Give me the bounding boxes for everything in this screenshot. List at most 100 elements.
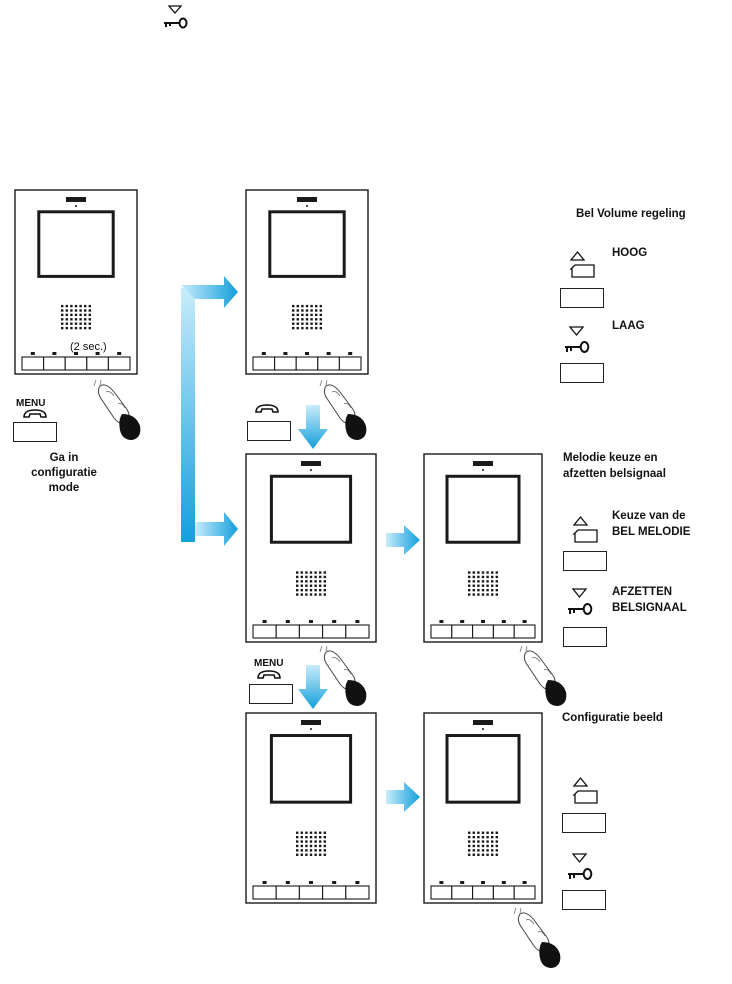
speaker-hole [296, 840, 299, 843]
monitor-key-3 [295, 356, 319, 371]
monitor-key-4 [317, 356, 340, 371]
speaker-hole [481, 593, 485, 596]
speaker-hole [495, 831, 498, 834]
speaker-hole [61, 318, 64, 321]
speaker-hole [481, 588, 485, 592]
camera-dot [310, 469, 312, 471]
speaker-hole [88, 304, 91, 308]
speaker-hole [472, 835, 475, 839]
monitor-key-marker-5 [348, 352, 353, 355]
speaker-hole [477, 575, 480, 579]
speaker-hole [74, 326, 78, 330]
speaker-hole [315, 309, 318, 312]
volume-high-label: HOOG [612, 247, 648, 259]
speaker-hole [296, 584, 299, 587]
speaker-hole [481, 831, 485, 834]
monitor-key-marker-1 [439, 620, 444, 623]
speaker-hole [309, 853, 313, 856]
speaker-hole [292, 304, 295, 308]
speaker-hole [477, 849, 480, 852]
monitor-key-marker-2 [283, 352, 288, 355]
camera-lens [473, 720, 493, 725]
speaker-hole [309, 580, 313, 583]
speaker-hole [292, 326, 295, 330]
image-down-key[interactable] [562, 890, 606, 910]
camera-dot [482, 469, 484, 471]
monitor-key-marker-3 [481, 881, 485, 884]
speaker-hole [319, 840, 322, 843]
speaker-hole [79, 313, 82, 317]
intercom-monitor-3 [245, 453, 377, 647]
monitor-key-marker-5 [355, 620, 360, 623]
melody-title-line2: afzetten belsignaal [563, 468, 666, 480]
speaker-hole [301, 313, 304, 317]
key-down-icon-top [164, 5, 188, 29]
speaker-hole [70, 309, 73, 312]
melody-down-key[interactable] [563, 627, 607, 647]
speaker-hole [296, 309, 299, 312]
speaker-hole [319, 309, 322, 312]
speaker-hole [305, 313, 309, 317]
intercom-monitor-5 [245, 712, 377, 908]
speaker-hole [486, 584, 489, 587]
speaker-hole [468, 849, 471, 852]
speaker-hole [61, 309, 64, 312]
menu-label-1: MENU [16, 398, 46, 409]
volume-down-key[interactable] [560, 363, 604, 383]
speaker-hole [477, 571, 480, 574]
monitor-key-5 [345, 624, 370, 639]
speaker-hole [300, 584, 303, 587]
speaker-hole [61, 304, 64, 308]
speaker-hole [491, 593, 494, 596]
speaker-hole [323, 849, 326, 852]
handset-icon-1 [23, 409, 47, 418]
speaker-hole [84, 318, 87, 321]
melody-title-line1: Melodie keuze en [563, 452, 658, 464]
speaker-hole [314, 575, 317, 579]
key-up-icon-melody [572, 515, 598, 543]
volume-up-key[interactable] [560, 288, 604, 308]
menu-key-2[interactable] [247, 421, 291, 441]
speaker-hole [495, 844, 498, 848]
speaker-hole [486, 840, 489, 843]
speaker-hole [491, 571, 494, 574]
speaker-hole [319, 831, 322, 834]
speaker-hole [314, 571, 317, 574]
speaker-hole [481, 571, 485, 574]
image-up-key[interactable] [562, 813, 606, 833]
monitor-key-4 [322, 885, 347, 900]
speaker-hole [309, 571, 313, 574]
speaker-hole [319, 593, 322, 596]
volume-title: Bel Volume regeling [576, 208, 686, 220]
speaker-hole [319, 835, 322, 839]
speaker-hole [305, 571, 308, 574]
speaker-hole [481, 575, 485, 579]
flow-arrow-branch [181, 276, 238, 546]
speaker-hole [296, 318, 299, 321]
monitor-key-marker-2 [460, 881, 465, 884]
speaker-hole [300, 840, 303, 843]
speaker-hole [296, 844, 299, 848]
speaker-hole [300, 849, 303, 852]
monitor-key-4 [492, 885, 515, 900]
speaker-hole [477, 844, 480, 848]
menu-key-3[interactable] [249, 684, 293, 704]
speaker-hole [301, 304, 304, 308]
speaker-hole [74, 313, 78, 317]
melody-up-key[interactable] [563, 551, 607, 571]
speaker-hole [314, 588, 317, 592]
speaker-hole [319, 584, 322, 587]
key-down-icon-melody [568, 588, 593, 615]
speaker-hole [319, 304, 322, 308]
speaker-hole [88, 322, 91, 325]
speaker-hole [296, 575, 299, 579]
speaker-hole [301, 322, 304, 325]
monitor-key-4 [322, 624, 347, 639]
speaker-hole [292, 322, 295, 325]
speaker-hole [486, 580, 489, 583]
monitor-key-marker-4 [501, 620, 506, 623]
speaker-hole [495, 853, 498, 856]
speaker-hole [309, 831, 313, 834]
speaker-hole [491, 835, 494, 839]
menu-key-1[interactable] [13, 422, 57, 442]
